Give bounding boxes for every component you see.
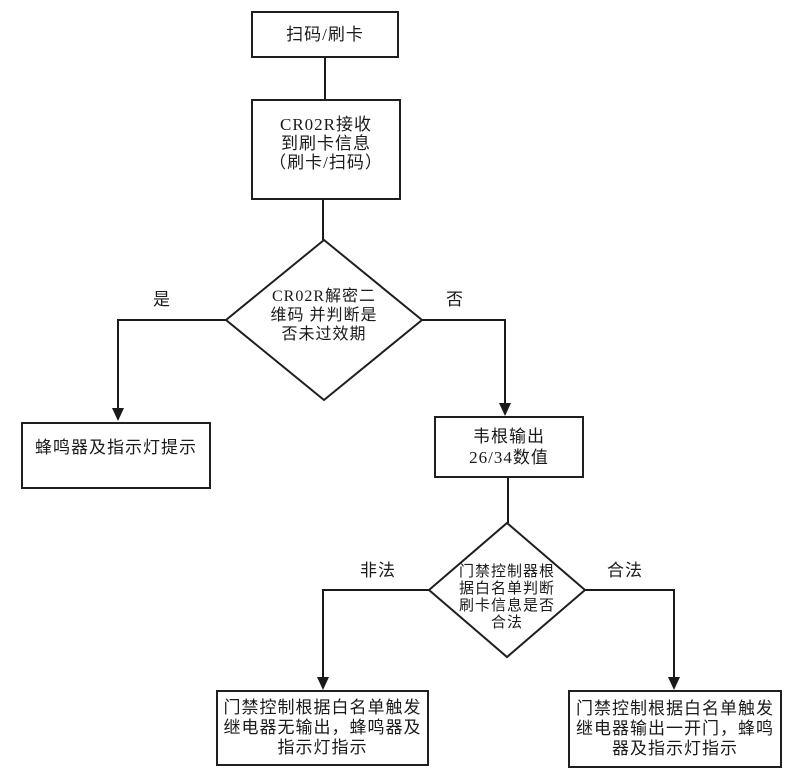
arrowhead-no <box>499 403 511 416</box>
edge-label-yes: 是 <box>153 290 171 309</box>
node-label-line: 继电器无输出，蜂鸣器及 <box>223 718 422 737</box>
node-receive-info: CR02R接收 到刷卡信息 （刷卡/扫码） <box>251 99 401 200</box>
node-start-scan: 扫码/刷卡 <box>251 11 399 58</box>
edge-legal-branch <box>585 589 675 677</box>
node-wiegand-output: 韦根输出 26/34数值 <box>434 416 584 478</box>
node-label-line: 扫码/刷卡 <box>286 24 364 44</box>
node-label-line: 门禁控制根据白名单触发 <box>223 698 422 717</box>
node-deny-no-output: 门禁控制根据白名单触发 继电器无输出，蜂鸣器及 指示灯指示 <box>216 690 429 766</box>
node-label-line: 刷卡信息是否 <box>458 598 555 614</box>
edge-no-branch <box>422 319 506 403</box>
node-label-line: 维码 并判断是 <box>270 307 378 324</box>
node-label-line: （刷卡/扫码） <box>269 153 383 172</box>
arrowhead-yes <box>112 408 124 421</box>
node-label-line: 门禁控制根据白名单触发 <box>576 699 774 718</box>
arrowhead-illegal <box>317 677 329 690</box>
edge-yes-branch <box>117 319 226 408</box>
decision-check-text: 门禁控制器根 据白名单判断 刷卡信息是否 合法 <box>417 564 597 632</box>
node-label-line: 门禁控制器根 <box>458 564 555 580</box>
arrowhead-legal <box>668 677 680 690</box>
node-label-line: 蜂鸣器及指示灯提示 <box>35 437 197 457</box>
edge-illegal-branch <box>322 589 429 677</box>
node-label-line: CR02R解密二 <box>271 288 377 305</box>
edge-label-legal: 合法 <box>607 561 643 580</box>
decision-check-shape <box>427 521 587 659</box>
node-label-line: 到刷卡信息 <box>281 134 371 153</box>
node-label-line: CR02R接收 <box>279 115 373 134</box>
node-label-line: 韦根输出 <box>473 427 545 446</box>
decision-decrypt-text: CR02R解密二 维码 并判断是 否未过效期 <box>224 287 424 344</box>
edge-label-illegal: 非法 <box>360 561 396 580</box>
node-label-line: 器及指示灯指示 <box>612 739 738 758</box>
node-label-line: 26/34数值 <box>469 448 549 467</box>
node-label-line: 继电器输出一开门，蜂鸣 <box>576 719 774 738</box>
node-label-line: 据白名单判断 <box>458 581 555 597</box>
node-label-line: 合法 <box>490 615 523 631</box>
decision-decrypt-shape <box>224 238 424 402</box>
node-allow-open-door: 门禁控制根据白名单触发 继电器输出一开门，蜂鸣 器及指示灯指示 <box>568 690 782 768</box>
node-label-line: 指示灯指示 <box>277 738 368 757</box>
node-label-line: 否未过效期 <box>281 326 367 343</box>
edge-label-no: 否 <box>446 290 464 309</box>
node-buzzer-indicator: 蜂鸣器及指示灯提示 <box>21 422 211 489</box>
